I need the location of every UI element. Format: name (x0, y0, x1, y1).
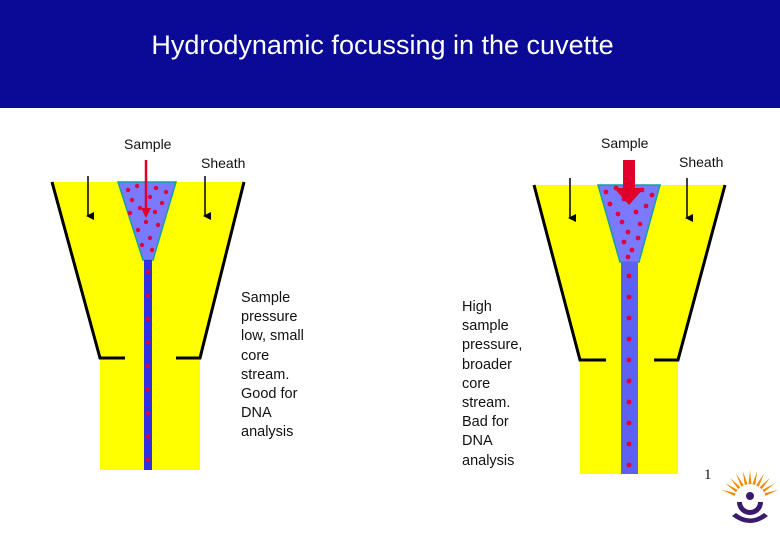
cell-dot (145, 269, 151, 275)
logo-ray (735, 473, 744, 487)
left-cuvette (50, 160, 246, 470)
right-sheath-label: Sheath (679, 154, 724, 170)
cell-dot (629, 247, 635, 253)
slide-title: Hydrodynamic focussing in the cuvette (151, 30, 614, 60)
cell-dot (626, 420, 632, 426)
page-number: 1 (704, 467, 712, 483)
cell-dot (155, 222, 161, 228)
logo-ray (725, 483, 738, 493)
left-cells (125, 183, 169, 463)
cell-dot (145, 316, 151, 322)
cell-dot (143, 219, 149, 225)
left-sheath-label: Sheath (201, 155, 246, 171)
description-line: core (241, 347, 270, 364)
logo-ray (721, 489, 736, 496)
right-wall-left (532, 184, 606, 362)
cell-dot (145, 410, 151, 416)
description-line: analysis (241, 424, 294, 441)
cell-dot (159, 200, 165, 206)
left-description: Sample pressure low, small core stream. … (241, 289, 331, 443)
left-wall-left (50, 181, 125, 360)
cell-dot (147, 235, 153, 241)
right-core-stream (621, 262, 638, 474)
logo-ray (748, 470, 752, 485)
cell-dot (145, 387, 151, 392)
cell-dot (626, 336, 632, 342)
cell-dot (625, 229, 631, 235)
description-line: analysis (462, 452, 515, 469)
sunburst-logo-icon (721, 470, 779, 523)
cell-dot (127, 210, 133, 216)
cell-dot (615, 211, 621, 217)
description-line: pressure, (462, 337, 523, 354)
cell-dot (619, 219, 625, 225)
cell-dot (607, 201, 613, 207)
cell-dot (649, 192, 655, 198)
logo-ray (756, 473, 765, 487)
cell-dot (626, 273, 632, 279)
cell-dot (626, 294, 632, 300)
cell-dot (145, 457, 151, 463)
cell-dot (626, 441, 632, 447)
right-wall-right (654, 184, 727, 362)
cell-dot (137, 205, 143, 211)
logo-ray (762, 483, 775, 493)
cell-dot (621, 239, 627, 245)
cell-dot (145, 340, 151, 345)
description-line: DNA (462, 433, 493, 450)
left-sample-label: Sample (124, 136, 172, 152)
cell-dot (135, 227, 141, 233)
cell-dot (626, 315, 632, 321)
description-line: Good for (241, 386, 298, 403)
cell-dot (149, 247, 155, 253)
cell-dot (153, 185, 159, 191)
left-sample-arrowhead (141, 208, 151, 218)
cell-dot (145, 363, 151, 369)
cell-dot (603, 189, 609, 195)
right-cuvette (532, 160, 727, 474)
title-banner (0, 0, 780, 108)
cell-dot (163, 189, 169, 195)
description-line: sample (462, 318, 509, 335)
cell-dot (139, 242, 145, 248)
cell-dot (152, 209, 158, 215)
cell-dot (626, 462, 632, 468)
cell-dot (145, 293, 151, 298)
right-description: High sample pressure, broader core strea… (462, 298, 552, 471)
logo-ray (729, 477, 741, 490)
description-line: stream. (462, 395, 511, 412)
description-line: Sample (241, 290, 291, 306)
description-line: Bad for (462, 414, 509, 431)
description-line: High (462, 299, 492, 315)
cell-dot (125, 187, 131, 193)
description-line: stream. (241, 366, 290, 383)
right-sample-arrow (614, 160, 644, 205)
cell-dot (637, 221, 643, 227)
logo-ray (764, 489, 779, 496)
description-line: core (462, 375, 491, 392)
cell-dot (129, 197, 135, 203)
logo-ray (742, 470, 748, 485)
cell-dot (147, 194, 153, 200)
logo-ray (752, 470, 758, 485)
right-sample-label: Sample (601, 135, 649, 151)
logo-ray (759, 477, 771, 490)
cell-dot (626, 399, 632, 405)
cell-dot (625, 254, 631, 260)
cell-dot (633, 209, 639, 215)
description-line: low, small (241, 328, 304, 345)
description-line: broader (462, 356, 512, 373)
description-line: pressure (241, 309, 298, 326)
cell-dot (626, 378, 632, 384)
left-wall-right (176, 181, 246, 360)
cell-dot (145, 434, 151, 439)
description-line: DNA (241, 405, 272, 422)
cell-dot (626, 357, 632, 363)
cell-dot (643, 203, 649, 209)
cell-dot (134, 183, 140, 189)
cell-dot (635, 235, 641, 241)
